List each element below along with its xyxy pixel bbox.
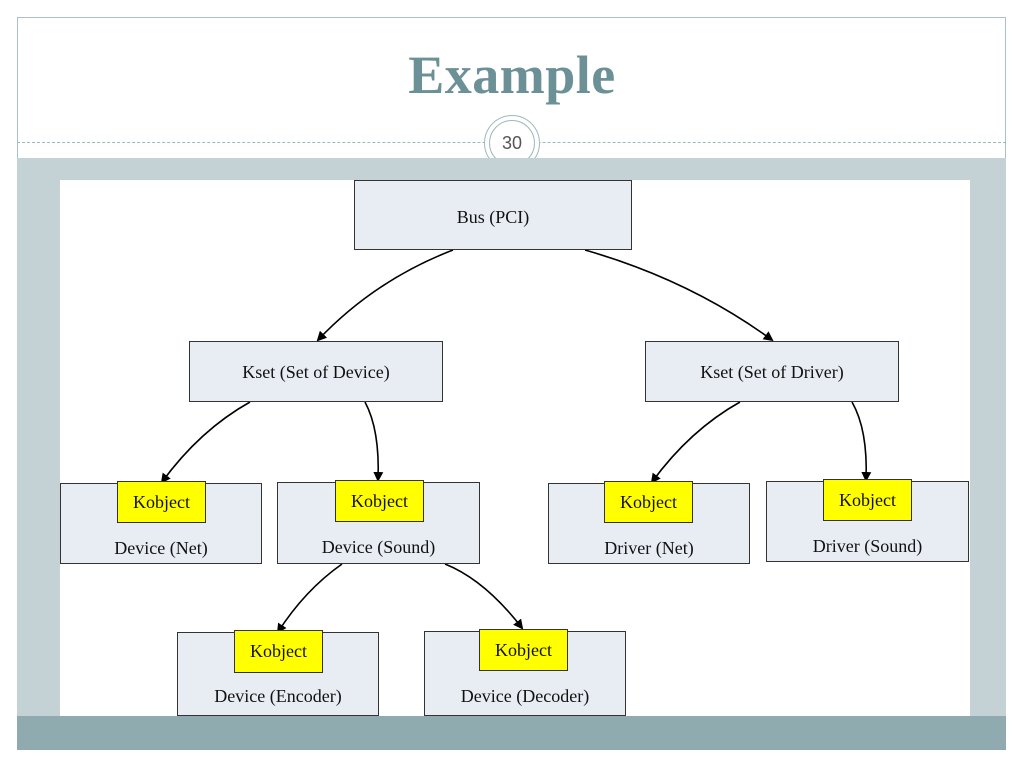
kobject-driver-sound: Kobject [823,479,912,521]
kset-device-node: Kset (Set of Device) [189,341,443,402]
driver-sound-label: Driver (Sound) [812,536,923,556]
device-net-label: Device (Net) [114,538,208,558]
kobject-device-encoder: Kobject [234,630,323,673]
kobject-device-net: Kobject [117,481,206,523]
driver-net-label: Driver (Net) [604,538,694,558]
bus-node: Bus (PCI) [354,180,632,250]
kobject-driver-net: Kobject [604,481,693,523]
edge-kset-driver-to-driver-sound [851,401,872,482]
footer-band [17,716,1006,750]
edge-kset-device-to-device-net [160,401,251,484]
edge-bus-to-kset-driver [584,249,774,342]
bus-label: Bus (PCI) [456,207,530,227]
kset-driver-label: Kset (Set of Driver) [700,362,844,382]
device-encoder-label: Device (Encoder) [214,686,342,706]
kset-device-label: Kset (Set of Device) [242,362,390,382]
edge-kset-driver-to-driver-net [650,401,741,484]
kset-driver-node: Kset (Set of Driver) [645,341,899,402]
kobject-device-sound: Kobject [335,480,424,522]
diagram-connectors [160,249,872,634]
edge-device-sound-to-encoder [276,563,343,634]
edge-kset-device-to-device-sound [364,401,384,482]
kobject-device-decoder: Kobject [479,629,568,671]
device-sound-label: Device (Sound) [321,537,436,557]
edge-bus-to-kset-device [316,249,454,342]
slide-title: Example [408,45,616,105]
device-decoder-label: Device (Decoder) [460,686,590,706]
edge-device-sound-to-decoder [444,563,524,630]
diagram-canvas: Bus (PCI) Kset (Set of Device) Kset (Set… [60,180,970,716]
